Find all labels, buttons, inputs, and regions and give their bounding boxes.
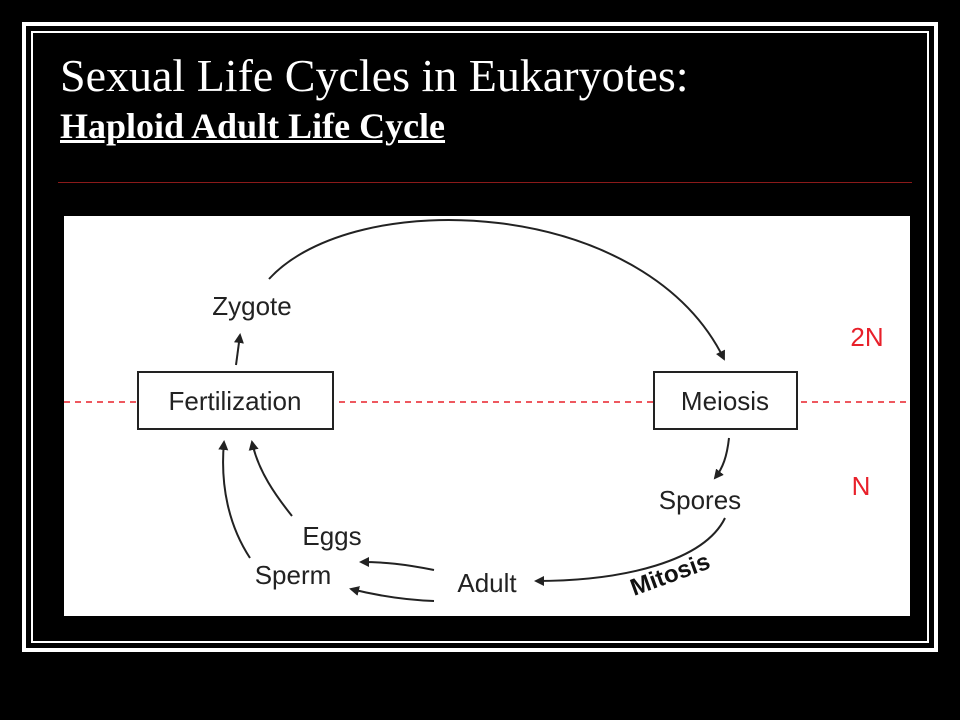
adult-label: Adult bbox=[457, 568, 517, 598]
adult-to-sperm-arrow bbox=[349, 586, 435, 602]
spores-label: Spores bbox=[659, 485, 741, 515]
fertilization-box: Fertilization bbox=[137, 371, 334, 430]
slide-inner-border bbox=[31, 31, 929, 643]
life-cycle-diagram: Fertilization Meiosis Zygote Spores Adul… bbox=[64, 216, 910, 616]
fertilization-to-zygote-arrow bbox=[233, 333, 244, 366]
adult-to-eggs-arrow bbox=[359, 557, 435, 571]
sperm-label: Sperm bbox=[255, 560, 332, 590]
haploid-label: N bbox=[852, 471, 871, 501]
meiosis-box: Meiosis bbox=[653, 371, 798, 430]
title-divider bbox=[58, 182, 912, 183]
zygote-to-meiosis-arrow bbox=[268, 219, 725, 361]
meiosis-to-spores-arrow bbox=[713, 437, 730, 480]
slide-title: Sexual Life Cycles in Eukaryotes: bbox=[60, 50, 689, 101]
eggs-label: Eggs bbox=[302, 521, 361, 551]
fertilization-label: Fertilization bbox=[169, 386, 302, 416]
meiosis-label: Meiosis bbox=[681, 386, 769, 416]
diploid-label: 2N bbox=[850, 322, 883, 352]
mitosis-label: Mitosis bbox=[627, 548, 714, 602]
slide-outer-border bbox=[22, 22, 938, 652]
eggs-to-fertilization-arrow bbox=[248, 440, 293, 517]
slide-subtitle: Haploid Adult Life Cycle bbox=[60, 106, 446, 146]
sperm-to-fertilization-arrow bbox=[218, 440, 251, 559]
zygote-label: Zygote bbox=[212, 291, 292, 321]
spores-to-adult-arrow bbox=[534, 517, 726, 586]
